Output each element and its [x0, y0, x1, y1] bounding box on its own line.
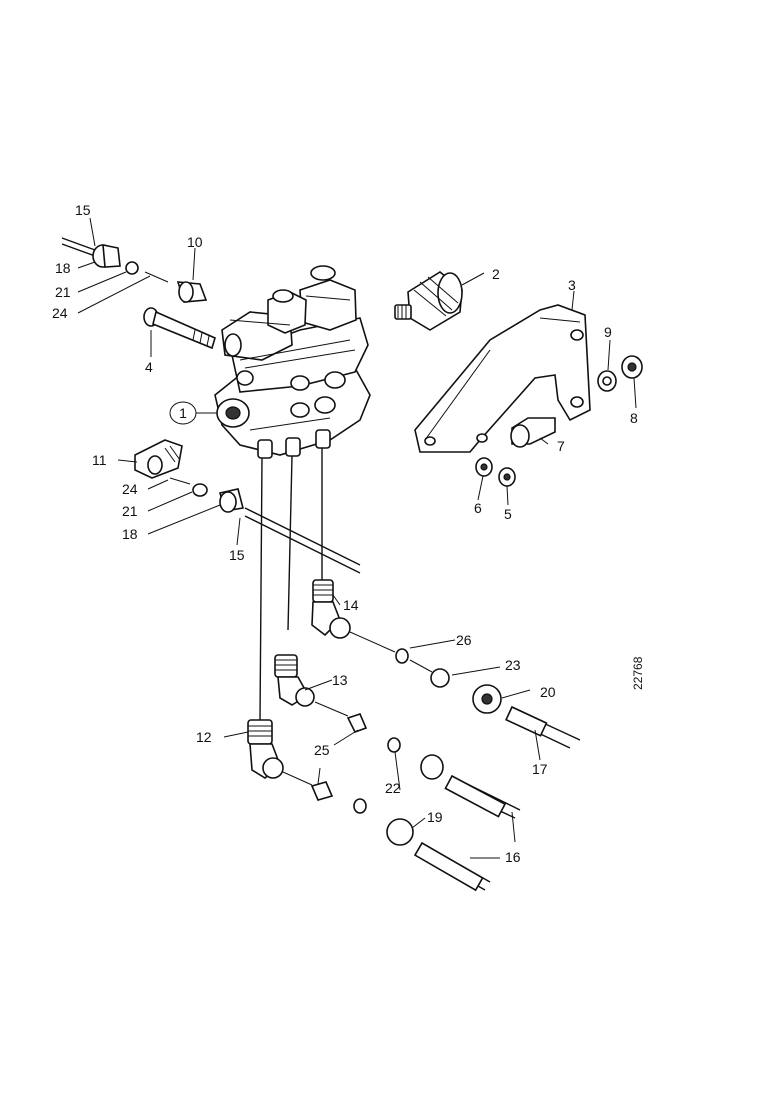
bolt-4 [143, 307, 216, 350]
callout-18-top: 18 [55, 260, 71, 276]
top-left-fittings [61, 237, 208, 303]
callout-14: 14 [343, 597, 359, 613]
callout-1: 1 [179, 405, 187, 421]
callout-9: 9 [604, 324, 612, 340]
callout-18-lower: 18 [122, 526, 138, 542]
valve-block [214, 265, 371, 459]
elbow-fitting-12 [247, 719, 491, 892]
callout-10: 10 [187, 234, 203, 250]
callout-3: 3 [568, 277, 576, 293]
callout-17: 17 [532, 761, 548, 777]
callout-11: 11 [92, 452, 107, 468]
callout-2: 2 [492, 266, 500, 282]
callout-15-lower: 15 [229, 547, 245, 563]
callout-25: 25 [314, 742, 330, 758]
callout-21-lower: 21 [122, 503, 138, 519]
callout-13: 13 [332, 672, 348, 688]
callout-16: 16 [505, 849, 521, 865]
callout-5: 5 [504, 506, 512, 522]
pressure-sensor [394, 271, 463, 331]
callout-23: 23 [505, 657, 521, 673]
vertical-pipes [259, 448, 323, 721]
lower-left-fittings [134, 439, 361, 574]
callout-labels: 1 2 3 4 5 6 7 8 9 10 11 12 13 14 15 16 1… [52, 202, 645, 865]
mounting-bracket [414, 304, 591, 453]
callout-7: 7 [557, 438, 565, 454]
callout-8: 8 [630, 410, 638, 426]
callout-12: 12 [196, 729, 212, 745]
bolt-7 [510, 417, 556, 448]
callout-26: 26 [456, 632, 472, 648]
callout-1-circle [169, 401, 197, 425]
drawing-code: 22768 [631, 656, 645, 690]
callout-6: 6 [474, 500, 482, 516]
callout-21-top: 21 [55, 284, 71, 300]
callout-19: 19 [427, 809, 443, 825]
elbow-fitting-14 [311, 579, 581, 749]
callout-22: 22 [385, 780, 401, 796]
callout-20: 20 [540, 684, 556, 700]
callout-24-top: 24 [52, 305, 68, 321]
elbow-fitting-13 [274, 654, 521, 819]
leader-lines [77, 217, 637, 859]
callout-4: 4 [145, 359, 153, 375]
callout-24-lower: 24 [122, 481, 138, 497]
callout-15-top: 15 [75, 202, 91, 218]
